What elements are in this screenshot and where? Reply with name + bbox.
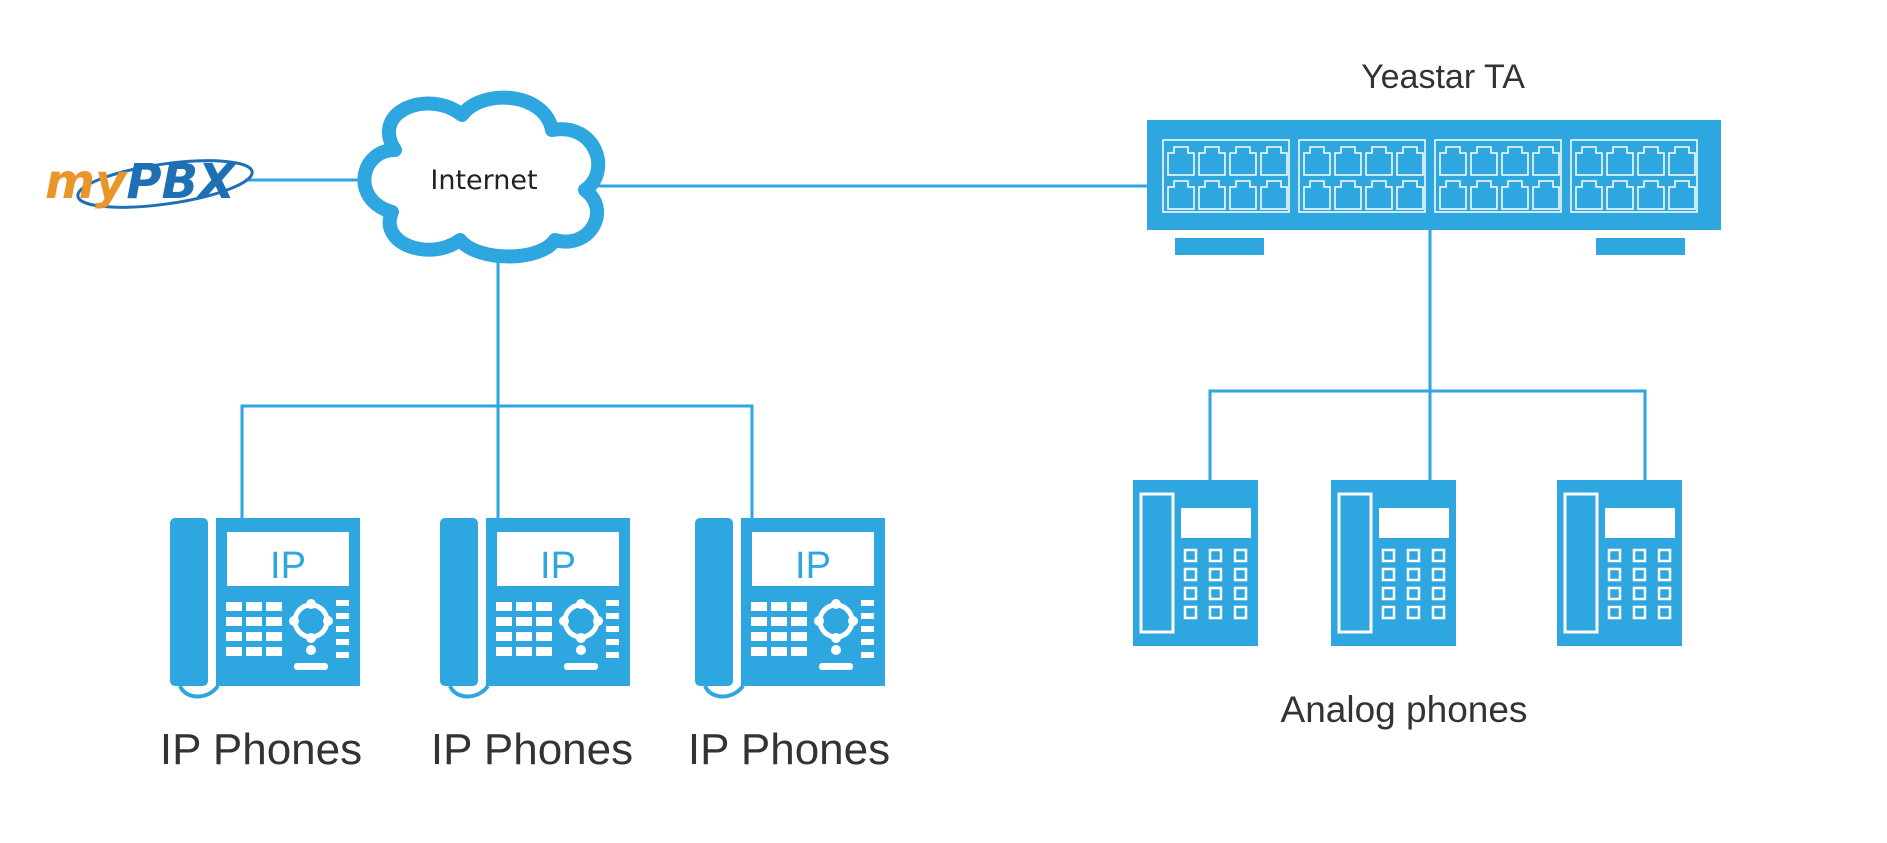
ip-phone-side-keys	[861, 600, 874, 658]
ip-phone-side-keys	[606, 600, 619, 658]
ip-phone-navpad	[559, 599, 603, 670]
analog-phones-label: Analog phones	[1281, 689, 1528, 730]
analog-phone-keypad	[1183, 548, 1248, 620]
port-group	[1298, 139, 1426, 213]
ip-phone-1: IP	[170, 518, 360, 699]
ip-phone-label-2: IP Phones	[431, 725, 633, 774]
connection-lines	[240, 178, 1647, 520]
ip-phone-2: IP	[440, 518, 630, 699]
ethernet-port-icon	[1606, 146, 1634, 176]
line-ip-bus	[240, 404, 754, 520]
ethernet-port-icon	[1439, 146, 1467, 176]
ip-phone-navpad	[289, 599, 333, 670]
svg-text:myPBX: myPBX	[45, 154, 237, 210]
ip-phone-label-1: IP Phones	[160, 725, 362, 774]
ethernet-port-icon	[1470, 180, 1498, 210]
ip-phone-screen-label: IP	[270, 545, 306, 587]
ethernet-port-icon	[1303, 180, 1331, 210]
port-group	[1434, 139, 1562, 213]
analog-phone-2	[1331, 480, 1456, 646]
gateway-device	[1147, 120, 1721, 255]
ip-phone-keypad	[496, 602, 552, 656]
gateway-label: Yeastar TA	[1361, 58, 1525, 96]
ethernet-port-icon	[1668, 146, 1696, 176]
logo-text-pbx: PBX	[126, 154, 237, 210]
ethernet-port-icon	[1396, 146, 1424, 176]
ethernet-port-icon	[1668, 180, 1696, 210]
ethernet-port-icon	[1167, 146, 1195, 176]
analog-phone-keypad	[1607, 548, 1672, 620]
ethernet-port-icon	[1229, 146, 1257, 176]
gateway-foot-left	[1175, 238, 1264, 255]
mypbx-logo: myPBX	[45, 154, 254, 210]
port-group	[1570, 139, 1698, 213]
ethernet-port-icon	[1260, 146, 1288, 176]
ethernet-port-icon	[1303, 146, 1331, 176]
ethernet-port-icon	[1532, 180, 1560, 210]
ethernet-port-icon	[1532, 146, 1560, 176]
gateway-foot-right	[1596, 238, 1685, 255]
ethernet-port-icon	[1365, 146, 1393, 176]
ip-phone-3: IP	[695, 518, 885, 699]
line-analog-bus	[1208, 389, 1647, 482]
logo-text-my: my	[45, 154, 128, 210]
port-group	[1162, 139, 1290, 213]
ethernet-port-icon	[1365, 180, 1393, 210]
ip-phone-screen-label: IP	[795, 545, 831, 587]
internet-cloud-icon: Internet	[357, 90, 606, 264]
ethernet-port-icon	[1606, 180, 1634, 210]
analog-phone-1	[1133, 480, 1258, 646]
ethernet-port-icon	[1198, 146, 1226, 176]
ip-phone-side-keys	[336, 600, 349, 658]
ip-phone-label-3: IP Phones	[688, 725, 890, 774]
ip-phone-keypad	[226, 602, 282, 656]
ethernet-port-icon	[1260, 180, 1288, 210]
analog-phone-3	[1557, 480, 1682, 646]
ethernet-port-icon	[1396, 180, 1424, 210]
ethernet-port-icon	[1470, 146, 1498, 176]
ethernet-port-icon	[1334, 146, 1362, 176]
ip-phone-keypad	[751, 602, 807, 656]
analog-phone-keypad	[1381, 548, 1446, 620]
ethernet-port-icon	[1439, 180, 1467, 210]
ip-phone-navpad	[814, 599, 858, 670]
ethernet-port-icon	[1229, 180, 1257, 210]
ethernet-port-icon	[1575, 146, 1603, 176]
ethernet-port-icon	[1501, 180, 1529, 210]
ethernet-port-icon	[1334, 180, 1362, 210]
cloud-label: Internet	[430, 165, 537, 196]
ethernet-port-icon	[1501, 146, 1529, 176]
ethernet-port-icon	[1167, 180, 1195, 210]
ethernet-port-icon	[1575, 180, 1603, 210]
ethernet-port-icon	[1198, 180, 1226, 210]
ethernet-port-icon	[1637, 146, 1665, 176]
gateway-ports	[1162, 139, 1698, 213]
ip-phone-screen-label: IP	[540, 545, 576, 587]
ethernet-port-icon	[1637, 180, 1665, 210]
logo-swoosh	[76, 159, 254, 209]
